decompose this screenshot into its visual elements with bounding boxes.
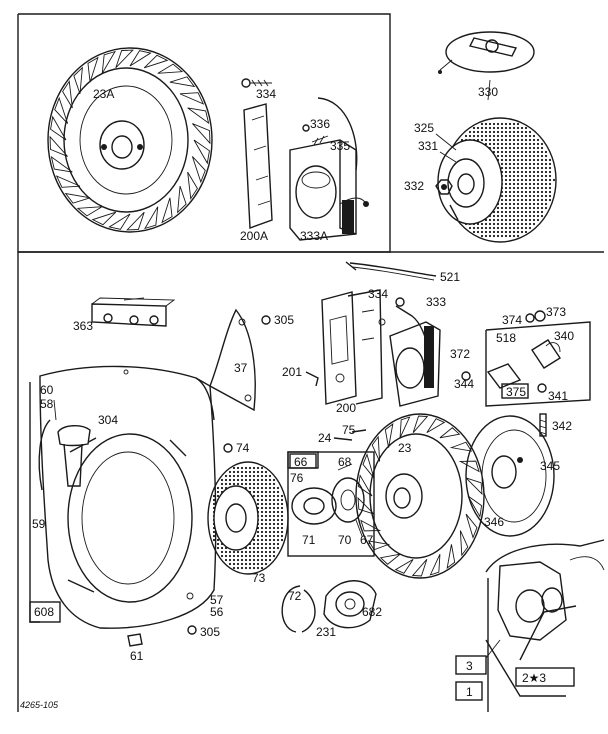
bracket-363 <box>91 297 176 327</box>
screw-336 <box>302 124 310 132</box>
label-332: 332 <box>404 179 424 193</box>
label-61: 61 <box>130 649 144 663</box>
label-305b: 305 <box>200 625 220 639</box>
label-372: 372 <box>450 347 470 361</box>
label-56: 56 <box>210 605 224 619</box>
label-72: 72 <box>288 589 302 603</box>
starter-group-66 <box>287 451 375 557</box>
label-608: 608 <box>34 605 54 619</box>
label-363: 363 <box>73 319 93 333</box>
cable-330 <box>438 31 535 74</box>
label-201: 201 <box>282 365 302 379</box>
label-336: 336 <box>310 117 330 131</box>
label-74: 74 <box>236 441 250 455</box>
label-325: 325 <box>414 121 434 135</box>
label-333A: 333A <box>300 229 328 243</box>
label-68: 68 <box>338 455 352 469</box>
label-374: 374 <box>502 313 522 327</box>
label-346: 346 <box>484 515 504 529</box>
screw-305-top <box>261 315 271 325</box>
armature-coil <box>243 97 369 241</box>
label-58: 58 <box>40 397 54 411</box>
switch-assembly <box>461 310 591 407</box>
label-57: 57 <box>210 593 224 607</box>
label-37: 37 <box>234 361 248 375</box>
label-344: 344 <box>454 377 474 391</box>
label-75: 75 <box>342 423 356 437</box>
starter-cup-73 <box>207 461 289 575</box>
label-342: 342 <box>552 419 572 433</box>
coil-333 <box>378 297 441 407</box>
label-66: 66 <box>294 455 308 469</box>
engine-block <box>485 539 605 712</box>
label-70: 70 <box>338 533 352 547</box>
grass-screen <box>437 117 557 243</box>
armature-plate-200 <box>321 289 383 405</box>
label-305a: 305 <box>274 313 294 327</box>
label-3: 3 <box>466 659 473 673</box>
label-67: 67 <box>360 533 374 547</box>
screw-334-top <box>241 78 272 88</box>
label-71: 71 <box>302 533 316 547</box>
label-24: 24 <box>318 431 332 445</box>
frame-608 <box>29 382 61 623</box>
tube-521 <box>345 261 437 281</box>
label-335: 335 <box>330 139 350 153</box>
nut-332 <box>435 179 453 195</box>
drawing-code: 4265-105 <box>20 700 59 710</box>
label-200: 200 <box>336 401 356 415</box>
label-73: 73 <box>252 571 266 585</box>
label-334: 334 <box>256 87 276 101</box>
leader-lines <box>53 79 501 659</box>
retainer-72 <box>281 585 316 633</box>
part-labels: 23A 334 336 335 200A 333A 330 325 331 33… <box>20 85 575 710</box>
screw-335 <box>311 135 329 146</box>
flywheel-top <box>47 47 213 233</box>
label-23: 23 <box>398 441 412 455</box>
label-231: 231 <box>316 625 336 639</box>
label-345: 345 <box>540 459 560 473</box>
screw-201 <box>305 371 319 387</box>
label-60: 60 <box>40 383 54 397</box>
label-682: 682 <box>362 605 382 619</box>
blower-housing-304 <box>39 365 217 629</box>
label-331: 331 <box>418 139 438 153</box>
label-375: 375 <box>506 385 526 399</box>
flywheel-middle <box>355 413 485 579</box>
label-333: 333 <box>426 295 446 309</box>
label-76: 76 <box>290 471 304 485</box>
pulley-345 <box>465 415 555 537</box>
label-59: 59 <box>32 517 46 531</box>
starter-handle <box>38 419 91 491</box>
label-521: 521 <box>440 270 460 284</box>
label-330: 330 <box>478 85 498 99</box>
label-340: 340 <box>554 329 574 343</box>
label-23A: 23A <box>93 87 114 101</box>
pin-24 <box>333 429 367 441</box>
plate-682 <box>323 580 377 629</box>
label-304: 304 <box>98 413 118 427</box>
label-200A: 200A <box>240 229 268 243</box>
air-guide-37 <box>209 308 256 412</box>
label-334b: 334 <box>368 287 388 301</box>
label-341: 341 <box>548 389 568 403</box>
panel-frames <box>17 13 604 712</box>
label-373: 373 <box>546 305 566 319</box>
label-2-star-3: 2★3 <box>522 671 546 685</box>
label-1: 1 <box>466 685 473 699</box>
label-518: 518 <box>496 331 516 345</box>
